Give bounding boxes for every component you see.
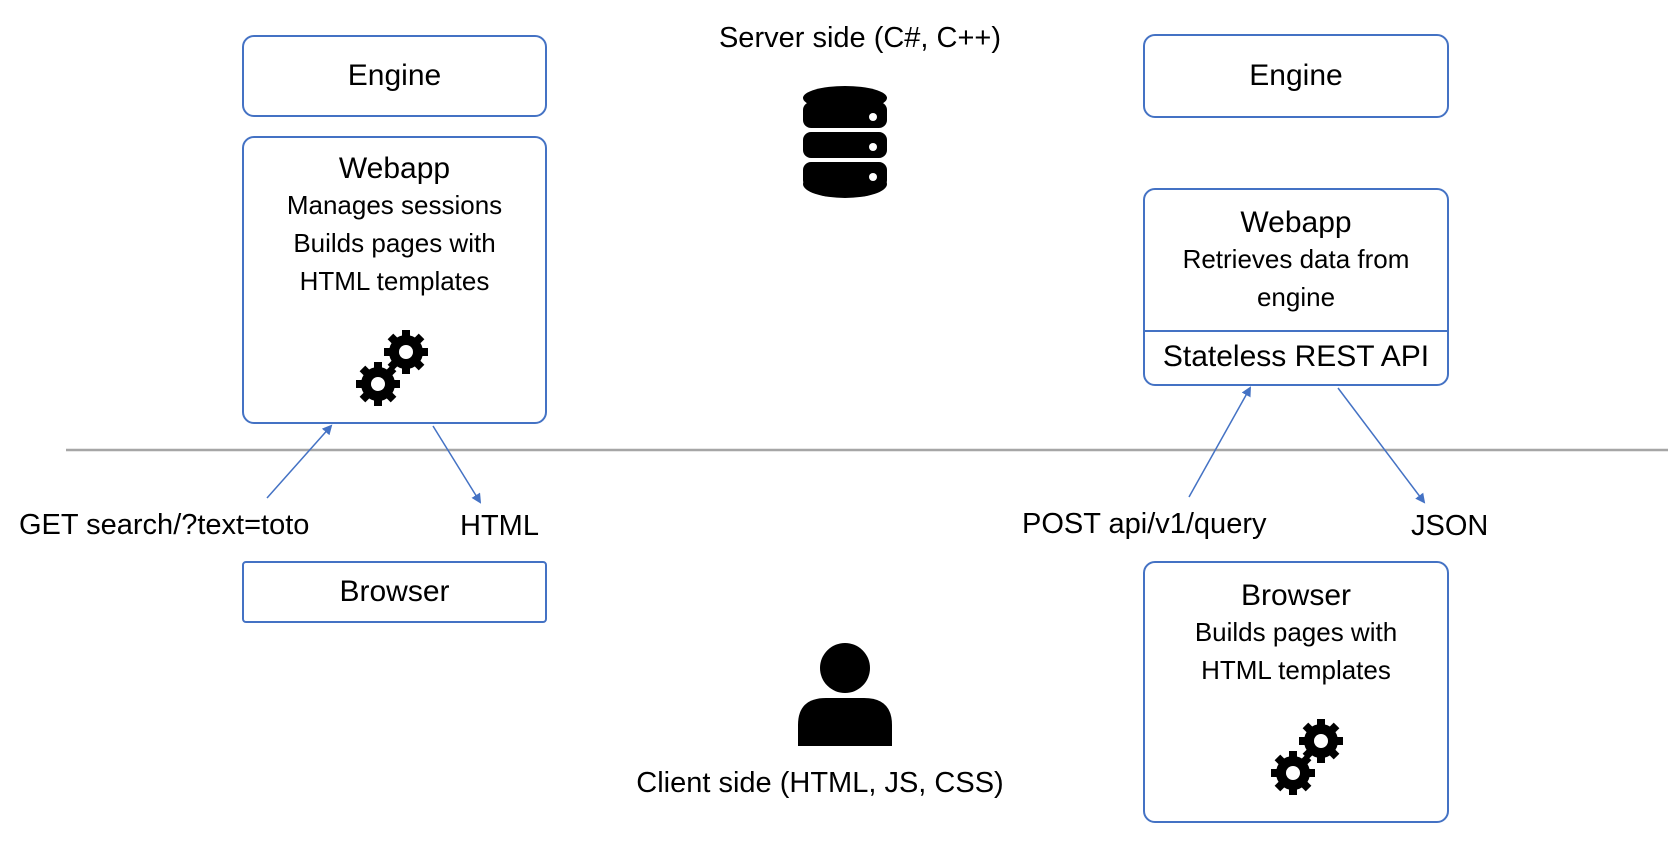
left-webapp-line-1: Manages sessions xyxy=(286,190,503,220)
api-label: Stateless REST API xyxy=(1162,340,1430,373)
database-icon xyxy=(800,84,890,202)
right-webapp-line-1: Retrieves data from xyxy=(1182,244,1410,274)
left-browser-box: Browser xyxy=(242,561,547,623)
left-request-arrow xyxy=(266,424,333,499)
right-engine-box: Engine xyxy=(1143,34,1449,118)
left-response-label: HTML xyxy=(460,510,539,542)
gears-icon xyxy=(356,326,436,406)
left-webapp-line-2: Builds pages with xyxy=(293,228,496,258)
left-browser-label: Browser xyxy=(339,575,450,608)
left-request-label: GET search/?text=toto xyxy=(19,509,310,541)
server-side-label: Server side (C#, C++) xyxy=(718,22,1002,54)
api-divider xyxy=(1145,330,1447,332)
right-webapp-title: Webapp xyxy=(1240,206,1352,239)
left-response-arrow xyxy=(432,425,482,504)
right-response-label: JSON xyxy=(1411,510,1489,542)
user-icon xyxy=(796,643,894,746)
right-engine-label: Engine xyxy=(1249,59,1343,92)
gears-icon xyxy=(1271,715,1351,795)
right-browser-title: Browser xyxy=(1240,579,1352,612)
right-request-label: POST api/v1/query xyxy=(1022,508,1267,540)
right-browser-line-2: HTML templates xyxy=(1201,655,1391,685)
right-response-arrow xyxy=(1337,387,1426,504)
right-request-arrow xyxy=(1188,386,1251,498)
right-webapp-line-2: engine xyxy=(1256,282,1336,312)
right-webapp-box: Webapp Retrieves data from engine Statel… xyxy=(1143,188,1449,386)
left-engine-box: Engine xyxy=(242,35,547,117)
right-browser-line-1: Builds pages with xyxy=(1194,617,1398,647)
left-engine-label: Engine xyxy=(347,59,442,92)
right-browser-box: Browser Builds pages with HTML templates xyxy=(1143,561,1449,823)
left-webapp-title: Webapp xyxy=(338,152,451,185)
left-webapp-box: Webapp Manages sessions Builds pages wit… xyxy=(242,136,547,424)
client-side-label: Client side (HTML, JS, CSS) xyxy=(636,767,1004,799)
left-webapp-line-3: HTML templates xyxy=(299,266,490,296)
